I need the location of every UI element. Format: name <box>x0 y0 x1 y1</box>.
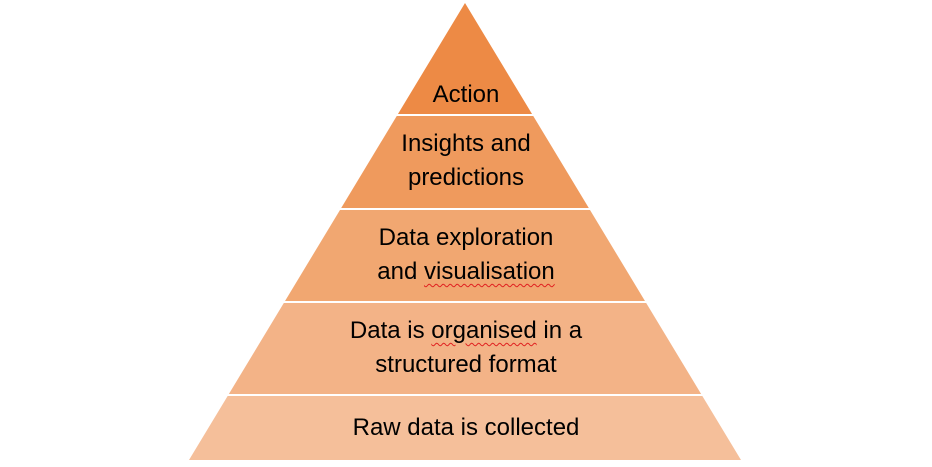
label-text: and <box>377 258 424 285</box>
label-line: structured format <box>375 351 557 378</box>
level-label-organised: Data is organised in a structured format <box>0 314 932 382</box>
label-text: Data is <box>349 317 432 344</box>
label-line: Data exploration <box>378 224 554 251</box>
spellcheck-word: visualisation <box>423 258 555 285</box>
label-text: in a <box>536 317 583 344</box>
label-line: and visualisation <box>0 255 932 289</box>
spellcheck-word: organised <box>431 317 537 344</box>
pyramid-level-insights <box>341 116 589 208</box>
label-line: predictions <box>407 164 525 191</box>
pyramid-level-exploration <box>285 210 645 301</box>
label-line: Data is organised in a <box>0 314 932 348</box>
pyramid-level-organised <box>228 303 702 394</box>
level-label-raw-data: Raw data is collected <box>0 411 932 445</box>
level-label-exploration: Data exploration and visualisation <box>0 221 932 289</box>
label-line: Action <box>432 81 500 108</box>
level-label-insights: Insights and predictions <box>0 127 932 195</box>
label-line: Insights and <box>401 130 531 157</box>
pyramid-level-raw-data <box>189 396 741 460</box>
level-label-action: Action <box>0 78 932 112</box>
label-line: Raw data is collected <box>352 414 580 441</box>
pyramid-level-action <box>397 3 533 114</box>
